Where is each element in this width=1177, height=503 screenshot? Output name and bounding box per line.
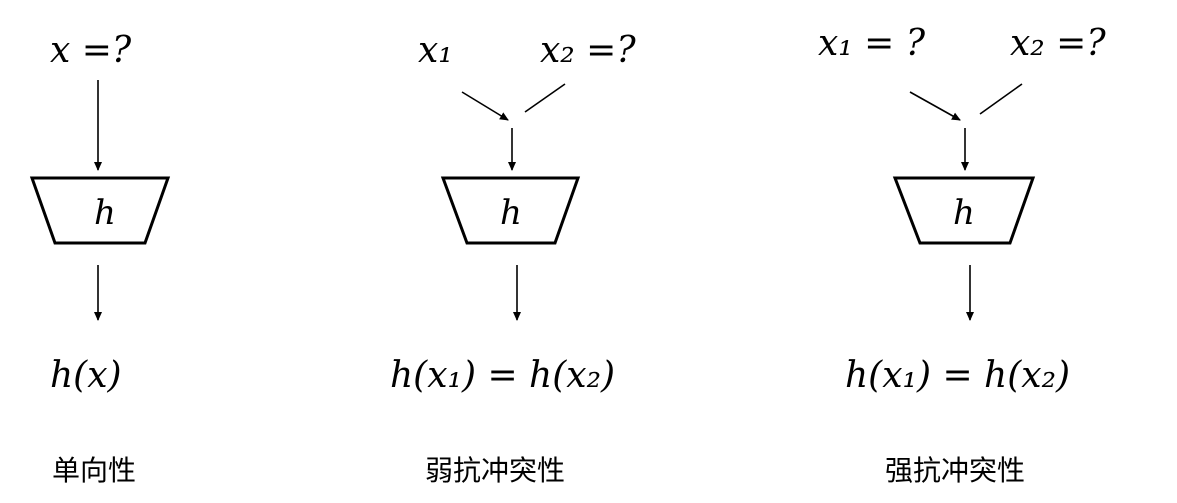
input-x1: x₁ <box>418 30 453 71</box>
panel-strong-collision: x₁ = ? x₂ =? h h(x₁) = h(x₂) 强抗冲突性 <box>818 23 1106 487</box>
output-expression: h(x₁) = h(x₂) <box>390 355 615 396</box>
line-x2 <box>979 83 1023 115</box>
output-expression: h(x₁) = h(x₂) <box>845 355 1070 396</box>
input-x2: x₂ =? <box>540 30 636 71</box>
property-label: 单向性 <box>52 454 136 487</box>
panel-weak-collision: x₁ x₂ =? h h(x₁) = h(x₂) 弱抗冲突性 <box>390 30 636 487</box>
hash-function-label: h <box>500 193 522 233</box>
panel-one-way: x =? h h(x) 单向性 <box>29 30 171 487</box>
property-label: 强抗冲突性 <box>885 454 1025 487</box>
arrow-x1 <box>461 91 509 121</box>
hash-function-box <box>440 176 581 245</box>
line-x2 <box>524 83 566 113</box>
hash-function-label: h <box>94 193 116 233</box>
hash-function-box <box>892 176 1036 245</box>
hash-function-box <box>29 176 171 245</box>
input-x1: x₁ = ? <box>818 23 926 64</box>
property-label: 弱抗冲突性 <box>425 454 565 487</box>
output-expression: h(x) <box>50 355 122 396</box>
input-x: x =? <box>50 30 132 71</box>
hash-function-label: h <box>953 193 975 233</box>
input-x2: x₂ =? <box>1010 23 1106 64</box>
arrow-x1 <box>909 91 961 121</box>
